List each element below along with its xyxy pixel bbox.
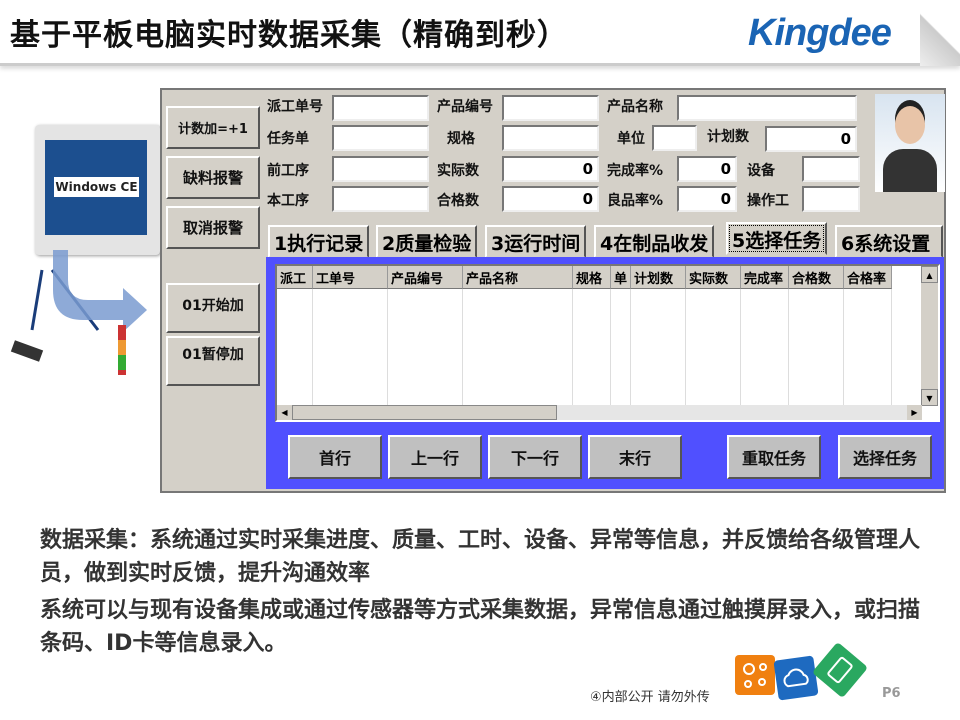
- tab-quality-check[interactable]: 2质量检验: [376, 225, 478, 258]
- column-header[interactable]: 实际数: [686, 266, 741, 289]
- app-window: 计数加=+1 缺料报警 取消报警 01开始加 01暂停加 派工单号 产品编号 产…: [160, 88, 946, 493]
- label-completion-rate: 完成率%: [607, 163, 664, 179]
- label-actual-qty: 实际数: [437, 163, 479, 179]
- cloud-cube-icon: [773, 655, 819, 701]
- column-header[interactable]: 派工: [277, 266, 313, 289]
- prev-process-field[interactable]: [332, 156, 429, 182]
- grid-column: [573, 289, 611, 414]
- first-row-button[interactable]: 首行: [288, 435, 382, 479]
- label-task: 任务单: [267, 131, 309, 147]
- select-task-button[interactable]: 选择任务: [838, 435, 932, 479]
- prev-row-button[interactable]: 上一行: [388, 435, 482, 479]
- barcode-scanner-icon: [10, 340, 44, 362]
- tab-execution-log[interactable]: 1执行记录: [268, 225, 370, 258]
- task-panel: 派工工单号产品编号产品名称规格单计划数实际数完成率合格数合格率 ▲ ▼ ◀ ▶ …: [266, 257, 944, 489]
- scroll-right-icon[interactable]: ▶: [907, 405, 922, 420]
- label-prev-process: 前工序: [267, 163, 309, 179]
- completion-rate-field[interactable]: 0: [677, 156, 737, 182]
- spec-field[interactable]: [502, 125, 599, 151]
- label-product-name: 产品名称: [607, 99, 663, 115]
- scroll-down-icon[interactable]: ▼: [921, 389, 938, 406]
- column-header[interactable]: 计划数: [631, 266, 686, 289]
- column-header[interactable]: 完成率: [741, 266, 789, 289]
- current-process-field[interactable]: [332, 186, 429, 212]
- actual-qty-field[interactable]: 0: [502, 156, 599, 182]
- kingdee-logo: Kingdee: [748, 12, 892, 54]
- grid-column: [686, 289, 741, 414]
- column-header[interactable]: 产品编号: [388, 266, 463, 289]
- scroll-up-icon[interactable]: ▲: [921, 266, 938, 283]
- product-name-field[interactable]: [677, 95, 857, 121]
- operator-photo: [875, 94, 945, 192]
- body-paragraph-1: 数据采集：系统通过实时采集进度、质量、工时、设备、异常等信息，并反馈给各级管理人…: [40, 528, 921, 586]
- windows-ce-label: Windows CE: [54, 177, 139, 197]
- grid-column: [313, 289, 388, 414]
- network-cube-icon: [735, 655, 775, 695]
- grid-column: [789, 289, 844, 414]
- horizontal-scrollbar[interactable]: ◀ ▶: [277, 405, 922, 420]
- column-header[interactable]: 单: [611, 266, 631, 289]
- tab-run-time[interactable]: 3运行时间: [485, 225, 587, 258]
- label-plan-qty: 计划数: [707, 129, 749, 145]
- yield-rate-field[interactable]: 0: [677, 186, 737, 212]
- body-paragraph-2: 系统可以与现有设备集成或通过传感器等方式采集数据，异常信息通过触摸屏录入，或扫描…: [40, 598, 921, 656]
- equipment-field[interactable]: [802, 156, 860, 182]
- tab-select-task[interactable]: 5选择任务: [726, 222, 828, 255]
- tab-wip[interactable]: 4在制品收发: [594, 225, 715, 258]
- footer-note: ④内部公开 请勿外传: [590, 690, 710, 705]
- task-grid[interactable]: 派工工单号产品编号产品名称规格单计划数实际数完成率合格数合格率 ▲ ▼ ◀ ▶: [275, 264, 940, 422]
- column-header[interactable]: 产品名称: [463, 266, 573, 289]
- grid-column: [741, 289, 789, 414]
- cancel-alarm-button[interactable]: 取消报警: [166, 206, 260, 249]
- label-product-code: 产品编号: [437, 99, 493, 115]
- column-header[interactable]: 合格率: [844, 266, 892, 289]
- label-yield-rate: 良品率%: [607, 193, 664, 209]
- grid-column: [844, 289, 892, 414]
- column-header[interactable]: 工单号: [313, 266, 388, 289]
- product-code-field[interactable]: [502, 95, 599, 121]
- material-alarm-button[interactable]: 缺料报警: [166, 156, 260, 199]
- plan-qty-field[interactable]: 0: [765, 126, 857, 152]
- grid-column: [463, 289, 573, 414]
- grid-column: [611, 289, 631, 414]
- grid-column: [388, 289, 463, 414]
- grid-column: [277, 289, 313, 414]
- pause-button[interactable]: 01暂停加: [166, 336, 260, 386]
- tablet-illustration: Windows CE: [35, 125, 160, 255]
- tablet-cube-icon: [811, 641, 869, 699]
- last-row-button[interactable]: 末行: [588, 435, 682, 479]
- label-current-process: 本工序: [267, 193, 309, 209]
- count-plus-button[interactable]: 计数加=+1: [166, 106, 260, 149]
- operator-field[interactable]: [802, 186, 860, 212]
- start-button[interactable]: 01开始加: [166, 283, 260, 333]
- task-field[interactable]: [332, 125, 429, 151]
- dispatch-no-field[interactable]: [332, 95, 429, 121]
- column-header[interactable]: 规格: [573, 266, 611, 289]
- refetch-task-button[interactable]: 重取任务: [727, 435, 821, 479]
- label-unit: 单位: [617, 131, 645, 147]
- label-spec: 规格: [447, 131, 475, 147]
- label-operator: 操作工: [747, 193, 789, 209]
- label-dispatch-no: 派工单号: [267, 99, 323, 115]
- page-number: P6: [882, 686, 901, 701]
- slide-title: 基于平板电脑实时数据采集（精确到秒）: [10, 18, 568, 53]
- vertical-scrollbar[interactable]: ▲ ▼: [921, 266, 938, 406]
- next-row-button[interactable]: 下一行: [488, 435, 582, 479]
- label-qualified-qty: 合格数: [437, 193, 479, 209]
- unit-field[interactable]: [652, 125, 697, 151]
- grid-column: [631, 289, 686, 414]
- qualified-qty-field[interactable]: 0: [502, 186, 599, 212]
- page-curl: [920, 0, 960, 66]
- scroll-left-icon[interactable]: ◀: [277, 405, 292, 420]
- label-equipment: 设备: [747, 163, 775, 179]
- tab-system-settings[interactable]: 6系统设置: [835, 225, 943, 258]
- title-bar: [0, 0, 960, 66]
- arrows-icon: [10, 250, 147, 375]
- column-header[interactable]: 合格数: [789, 266, 844, 289]
